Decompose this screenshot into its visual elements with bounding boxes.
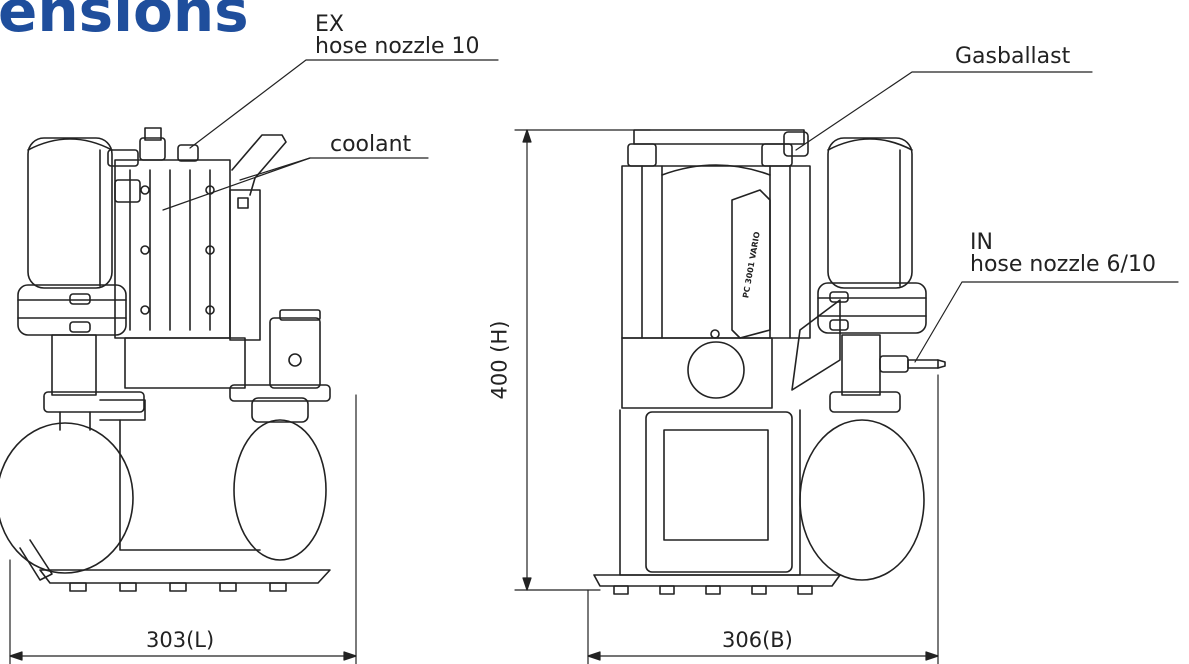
coolant-label: coolant	[330, 132, 412, 157]
ex-label: EX	[315, 12, 344, 37]
front-view-pump	[593, 129, 946, 595]
length-dimension: 303(L)	[146, 628, 215, 652]
side-view-pump	[0, 127, 331, 592]
in-label: IN	[970, 230, 993, 255]
dimension-lines	[9, 129, 939, 664]
height-dimension: 400 (H)	[487, 320, 512, 400]
page-heading: ensions	[0, 0, 249, 45]
ex-hose-nozzle-label: hose nozzle 10	[315, 34, 480, 59]
leader-lines	[162, 59, 1179, 363]
gasballast-label: Gasballast	[955, 44, 1071, 69]
in-hose-nozzle-label: hose nozzle 6/10	[970, 252, 1156, 277]
width-dimension: 306(B)	[722, 628, 793, 652]
